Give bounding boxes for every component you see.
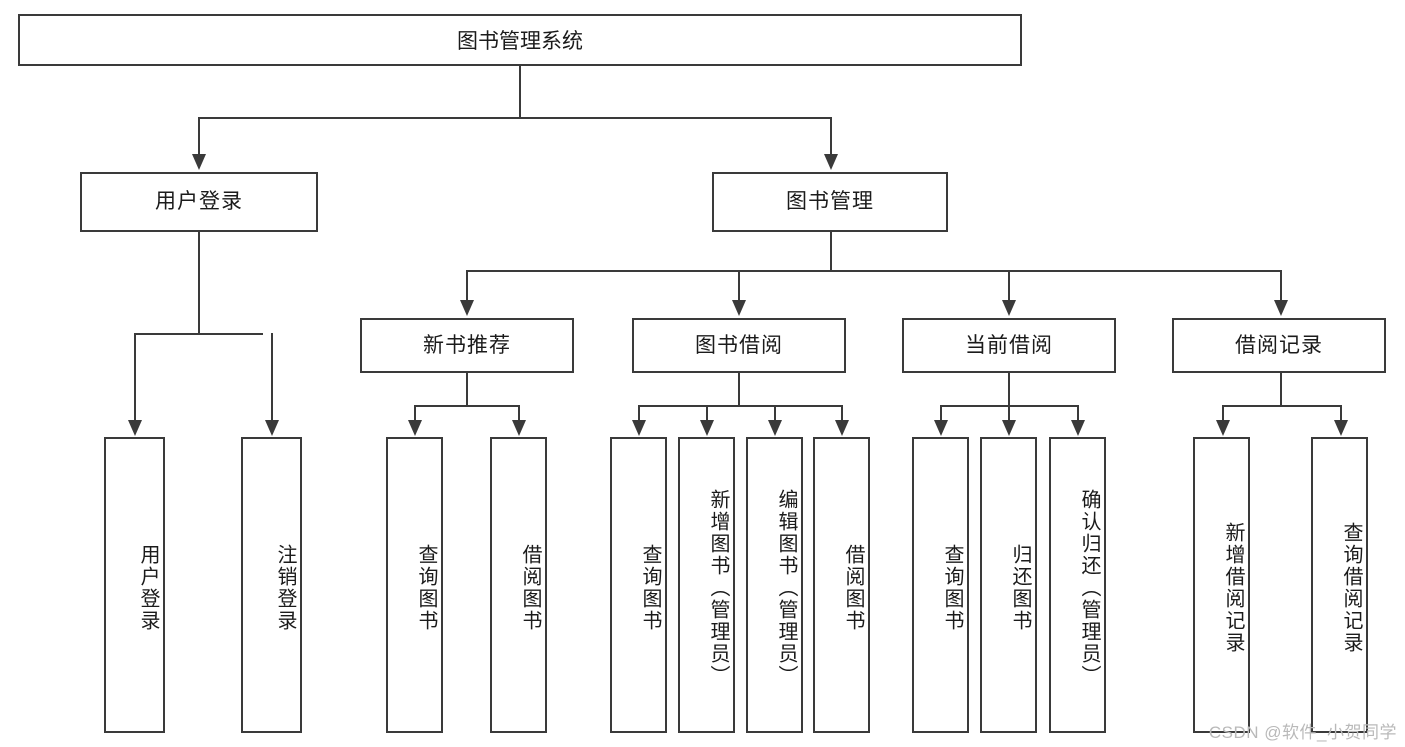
node-label: 用户登录 bbox=[155, 190, 243, 214]
arrowhead-book-borrow-leaf-4 bbox=[835, 420, 849, 436]
leaf-book-borrow-query[interactable]: 查询图书 bbox=[610, 437, 667, 733]
node-borrow-record[interactable]: 借阅记录 bbox=[1172, 318, 1386, 373]
node-label: 图书借阅 bbox=[695, 333, 783, 357]
connector-new-book-leaf-1 bbox=[414, 405, 416, 422]
connector-current-borrow-leaf-1 bbox=[940, 405, 942, 422]
node-root-system[interactable]: 图书管理系统 bbox=[18, 14, 1022, 66]
node-label: 查询图书 bbox=[415, 544, 437, 632]
connector-borrow-record-leaf-1 bbox=[1222, 405, 1224, 422]
connector-to-current-borrow bbox=[1008, 270, 1010, 301]
leaf-current-borrow-query[interactable]: 查询图书 bbox=[912, 437, 969, 733]
node-label: 确认归还（管理员） bbox=[1078, 489, 1100, 687]
arrowhead-borrow-record-leaf-2 bbox=[1334, 420, 1348, 436]
leaf-user-login-login[interactable]: 用户登录 bbox=[104, 437, 165, 733]
arrowhead-current-borrow bbox=[1002, 300, 1016, 316]
connector-level1-bus bbox=[198, 117, 832, 119]
leaf-book-borrow-borrow[interactable]: 借阅图书 bbox=[813, 437, 870, 733]
arrowhead-current-borrow-leaf-2 bbox=[1002, 420, 1016, 436]
connector-new-book-bus bbox=[414, 405, 518, 407]
arrowhead-user-login-leaf-2 bbox=[265, 420, 279, 436]
node-label: 借阅图书 bbox=[842, 544, 864, 632]
leaf-current-borrow-confirm[interactable]: 确认归还（管理员） bbox=[1049, 437, 1106, 733]
leaf-new-book-query[interactable]: 查询图书 bbox=[386, 437, 443, 733]
connector-book-borrow-leaf-2 bbox=[706, 405, 708, 422]
node-label: 归还图书 bbox=[1009, 544, 1031, 632]
arrowhead-book-borrow-leaf-1 bbox=[632, 420, 646, 436]
arrowhead-borrow-record-leaf-1 bbox=[1216, 420, 1230, 436]
node-label: 图书管理系统 bbox=[457, 30, 583, 53]
arrowhead-book-borrow-leaf-3 bbox=[768, 420, 782, 436]
connector-borrow-record-leaf-2 bbox=[1340, 405, 1342, 422]
node-user-login[interactable]: 用户登录 bbox=[80, 172, 318, 232]
leaf-user-login-logout[interactable]: 注销登录 bbox=[241, 437, 302, 733]
arrowhead-new-book-leaf-1 bbox=[408, 420, 422, 436]
leaf-borrow-record-query[interactable]: 查询借阅记录 bbox=[1311, 437, 1368, 733]
connector-to-new-book bbox=[466, 270, 468, 301]
connector-book-borrow-leaf-1 bbox=[638, 405, 640, 422]
connector-current-borrow-stem bbox=[1008, 373, 1010, 405]
connector-borrow-record-stem bbox=[1280, 373, 1282, 405]
connector-new-book-leaf-2 bbox=[518, 405, 520, 422]
node-label: 新增图书（管理员） bbox=[707, 489, 729, 687]
arrowhead-book-manage bbox=[824, 154, 838, 170]
leaf-book-borrow-add[interactable]: 新增图书（管理员） bbox=[678, 437, 735, 733]
connector-current-borrow-leaf-3 bbox=[1077, 405, 1079, 422]
node-current-borrow[interactable]: 当前借阅 bbox=[902, 318, 1116, 373]
connector-user-login-leaf-1 bbox=[134, 333, 136, 421]
connector-book-borrow-leaf-4 bbox=[841, 405, 843, 422]
node-label: 图书管理 bbox=[786, 190, 874, 214]
connector-new-book-stem bbox=[466, 373, 468, 405]
node-label: 查询图书 bbox=[639, 544, 661, 632]
node-book-borrow[interactable]: 图书借阅 bbox=[632, 318, 846, 373]
leaf-borrow-record-add[interactable]: 新增借阅记录 bbox=[1193, 437, 1250, 733]
connector-current-borrow-leaf-2 bbox=[1008, 405, 1010, 422]
connector-book-borrow-stem bbox=[738, 373, 740, 405]
arrowhead-user-login bbox=[192, 154, 206, 170]
node-label: 查询图书 bbox=[941, 544, 963, 632]
connector-to-user-login bbox=[198, 117, 200, 155]
node-label: 查询借阅记录 bbox=[1340, 522, 1362, 654]
connector-user-login-bus bbox=[134, 333, 263, 335]
arrowhead-user-login-leaf-1 bbox=[128, 420, 142, 436]
arrowhead-current-borrow-leaf-1 bbox=[934, 420, 948, 436]
node-label: 用户登录 bbox=[137, 544, 159, 632]
node-label: 借阅记录 bbox=[1235, 333, 1323, 357]
node-book-manage[interactable]: 图书管理 bbox=[712, 172, 948, 232]
node-label: 新书推荐 bbox=[423, 333, 511, 357]
arrowhead-book-borrow bbox=[732, 300, 746, 316]
arrowhead-borrow-record bbox=[1274, 300, 1288, 316]
connector-user-login-stem bbox=[198, 232, 200, 333]
node-label: 注销登录 bbox=[274, 544, 296, 632]
connector-borrow-record-bus bbox=[1222, 405, 1340, 407]
arrowhead-book-borrow-leaf-2 bbox=[700, 420, 714, 436]
connector-user-login-leaf-2 bbox=[271, 333, 273, 421]
node-label: 编辑图书（管理员） bbox=[775, 489, 797, 687]
arrowhead-new-book bbox=[460, 300, 474, 316]
leaf-current-borrow-return[interactable]: 归还图书 bbox=[980, 437, 1037, 733]
connector-to-book-borrow bbox=[738, 270, 740, 301]
connector-book-manage-stem bbox=[830, 232, 832, 270]
connector-to-borrow-record bbox=[1280, 270, 1282, 301]
leaf-book-borrow-edit[interactable]: 编辑图书（管理员） bbox=[746, 437, 803, 733]
arrowhead-current-borrow-leaf-3 bbox=[1071, 420, 1085, 436]
connector-to-book-manage bbox=[830, 117, 832, 155]
connector-book-borrow-leaf-3 bbox=[774, 405, 776, 422]
connector-level3-bus bbox=[466, 270, 1280, 272]
node-label: 借阅图书 bbox=[519, 544, 541, 632]
node-new-book[interactable]: 新书推荐 bbox=[360, 318, 574, 373]
leaf-new-book-borrow[interactable]: 借阅图书 bbox=[490, 437, 547, 733]
node-label: 新增借阅记录 bbox=[1222, 522, 1244, 654]
connector-book-borrow-bus bbox=[638, 405, 843, 407]
node-label: 当前借阅 bbox=[965, 333, 1053, 357]
connector-root-stem bbox=[519, 66, 521, 117]
arrowhead-new-book-leaf-2 bbox=[512, 420, 526, 436]
